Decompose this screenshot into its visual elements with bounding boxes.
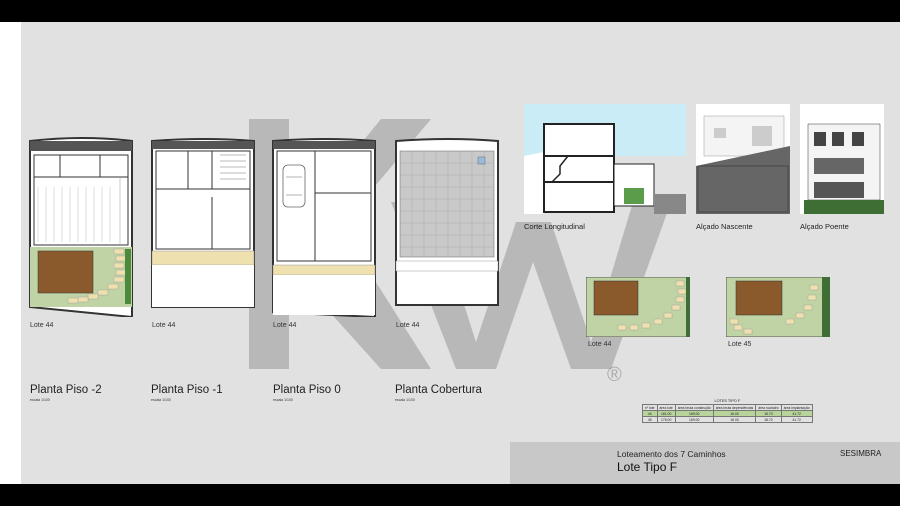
plan-piso-minus1-drawing	[151, 138, 255, 308]
plan-4-scale: escala 1/100	[395, 398, 415, 402]
plan-3-scale: escala 1/100	[273, 398, 293, 402]
corte-longitudinal-drawing	[524, 104, 686, 214]
plan-piso-0-drawing	[272, 138, 376, 317]
plan-4-title: Planta Cobertura	[395, 384, 482, 396]
lotes-table-caption: LOTES TIPO F	[714, 399, 741, 403]
plan-3-title: Planta Piso 0	[273, 384, 341, 396]
table-cell: 18.70	[755, 416, 782, 423]
left-margin	[0, 22, 21, 484]
table-cell: 41.72	[780, 416, 813, 423]
plan-1-title: Planta Piso -2	[30, 384, 102, 396]
table-cell: 16.00	[712, 416, 757, 423]
site-plan-2-label: Lote 45	[728, 341, 752, 348]
plan-2-title: Planta Piso -1	[151, 384, 223, 396]
plan-3-lote-label: Lote 44	[273, 322, 297, 329]
alcado-poente-drawing	[800, 104, 884, 214]
alcado-poente-label: Alçado Poente	[800, 222, 849, 231]
table-row: 45 175.00 169.00 16.00 18.70 41.72	[642, 416, 813, 423]
plan-1-scale: escala 1/100	[30, 398, 50, 402]
site-plan-1-label: Lote 44	[588, 341, 612, 348]
plan-2-scale: escala 1/100	[151, 398, 171, 402]
project-city: SESIMBRA	[840, 449, 882, 458]
corte-longitudinal-label: Corte Longitudinal	[524, 222, 585, 231]
alcado-nascente-drawing	[696, 104, 790, 214]
title-block: Loteamento dos 7 Caminhos Lote Tipo F SE…	[510, 442, 900, 484]
table-cell: 169.00	[674, 416, 714, 423]
plan-piso-minus2-drawing	[29, 137, 133, 317]
site-plan-lote44-drawing	[586, 277, 690, 337]
plan-cobertura-drawing	[395, 138, 499, 306]
table-cell: 175.00	[656, 416, 676, 423]
plan-4-lote-label: Lote 44	[396, 322, 420, 329]
plan-2-lote-label: Lote 44	[152, 322, 176, 329]
table-cell: 45	[642, 416, 658, 423]
plan-1-lote-label: Lote 44	[30, 322, 54, 329]
lotes-table: LOTES TIPO F nº lote área lote área brut…	[642, 399, 813, 423]
alcado-nascente-label: Alçado Nascente	[696, 222, 753, 231]
project-subtitle: Loteamento dos 7 Caminhos	[617, 449, 726, 459]
drawing-sheet: ® Lote 44 Planta Piso -2 escala 1/100	[21, 22, 900, 484]
site-plan-lote45-drawing	[726, 277, 830, 337]
registered-mark: ®	[607, 364, 622, 386]
project-title: Lote Tipo F	[617, 460, 678, 474]
